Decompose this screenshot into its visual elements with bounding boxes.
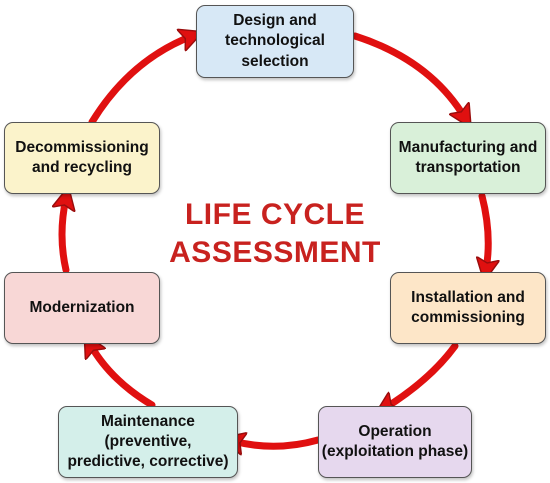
stage-maintenance: Maintenance (preventive, predictive, cor… (58, 406, 238, 478)
stage-modernization-label: Modernization (29, 298, 135, 316)
diagram-title: LIFE CYCLE ASSESSMENT (150, 196, 400, 273)
stage-operation-label: Operation (exploitation phase) (321, 422, 469, 460)
arrow-design-to-manufacturing (351, 32, 465, 118)
stage-installation-label: Installation and commissioning (411, 288, 525, 326)
arrow-modernization-to-decommissioning (62, 198, 66, 274)
stage-installation: Installation and commissioning (390, 272, 546, 344)
stage-design-label: Design and technological selection (225, 12, 325, 70)
stage-decommissioning: Decommissioning and recycling (4, 122, 160, 194)
stage-manufacturing-label: Manufacturing and transportation (398, 138, 538, 176)
stage-modernization: Modernization (4, 272, 160, 344)
stage-operation: Operation (exploitation phase) (318, 406, 472, 478)
stage-manufacturing: Manufacturing and transportation (390, 122, 546, 194)
stage-decommissioning-label: Decommissioning and recycling (15, 138, 149, 176)
arrow-maintenance-to-modernization (90, 344, 156, 409)
stage-design: Design and technological selection (196, 5, 354, 78)
arrow-installation-to-operation (385, 342, 459, 408)
arrow-decommissioning-to-design (88, 36, 192, 126)
stage-maintenance-label: Maintenance (preventive, predictive, cor… (67, 412, 229, 471)
arrow-operation-to-maintenance (233, 440, 322, 446)
diagram-title-text: LIFE CYCLE ASSESSMENT (169, 198, 381, 270)
arrow-manufacturing-to-installation (482, 192, 488, 270)
